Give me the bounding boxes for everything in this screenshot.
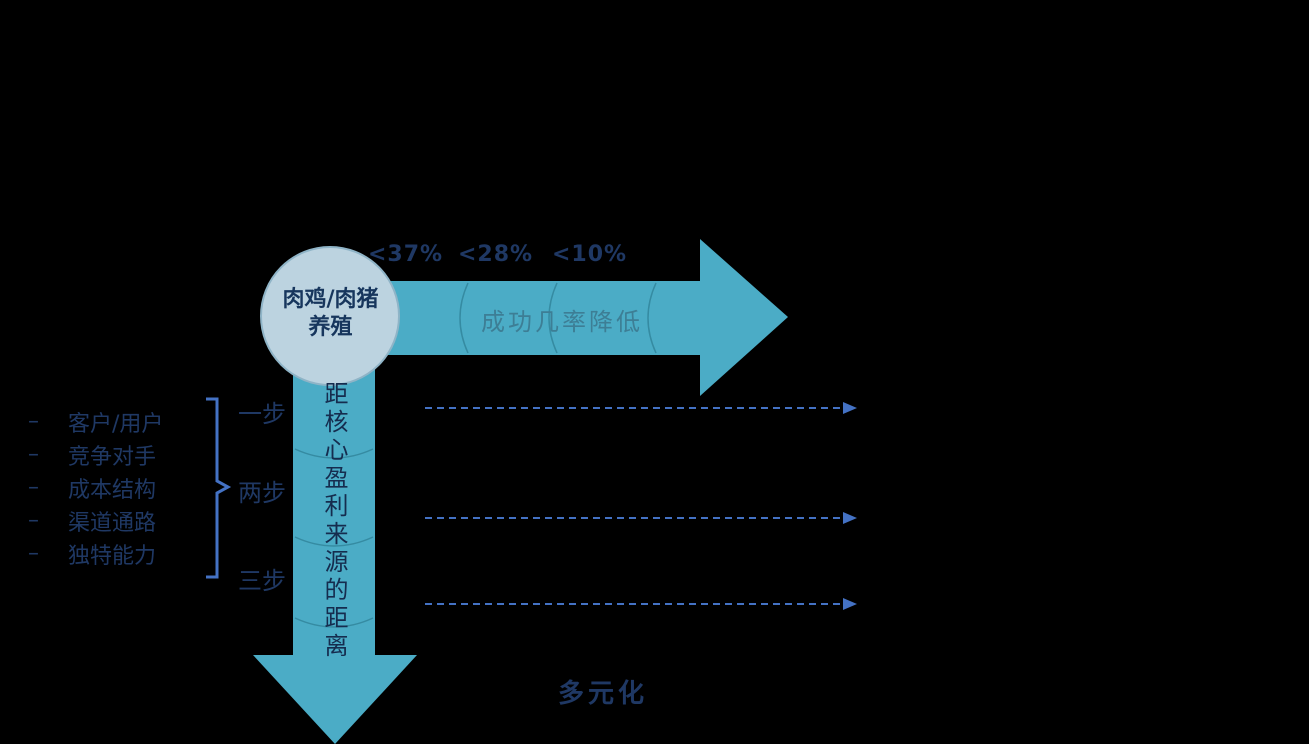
- percent-label-2: <28%: [458, 242, 534, 267]
- dashed-arrow-head-1: [843, 402, 857, 414]
- dashed-arrow-head-3: [843, 598, 857, 610]
- list-item: – 竞争对手: [28, 438, 163, 471]
- vertical-arrow-divider-2: [294, 536, 374, 547]
- list-item-label: 竞争对手: [68, 444, 157, 470]
- percent-label-1: <37%: [368, 242, 444, 267]
- vertical-arrow-head: [253, 655, 417, 744]
- list-item-label: 渠道通路: [68, 510, 157, 536]
- list-item: – 客户/用户: [28, 405, 163, 438]
- dash-icon: –: [28, 541, 39, 566]
- dash-icon: –: [28, 475, 39, 500]
- horizontal-arrow-divider-2: [548, 282, 558, 354]
- list-item: – 独特能力: [28, 537, 163, 570]
- horizontal-arrow-divider-1: [459, 282, 469, 354]
- dash-icon: –: [28, 508, 39, 533]
- vertical-arrow-divider-1: [294, 448, 374, 459]
- list-item-label: 成本结构: [68, 477, 157, 503]
- hub-label-line2: 养殖: [308, 315, 353, 340]
- list-item-label: 客户/用户: [68, 411, 164, 437]
- vertical-arrow-divider-3: [294, 617, 374, 628]
- list-item: – 成本结构: [28, 471, 163, 504]
- step-label-3: 三步: [238, 567, 286, 595]
- hub-label-line1: 肉鸡/肉猪: [282, 287, 379, 312]
- list-item: – 渠道通路: [28, 504, 163, 537]
- diversification-label: 多元化: [558, 679, 649, 709]
- left-list-bracket: [206, 397, 232, 579]
- horizontal-arrow-label: 成功几率降低: [481, 308, 643, 336]
- list-item-label: 独特能力: [68, 543, 157, 569]
- dashed-arrow-head-2: [843, 512, 857, 524]
- vertical-arrow-label: 距核心盈利来源的距离: [320, 381, 348, 661]
- percent-label-3: <10%: [552, 242, 628, 267]
- horizontal-arrow-divider-3: [647, 282, 657, 354]
- dash-icon: –: [28, 409, 39, 434]
- step-label-1: 一步: [238, 400, 286, 428]
- step-label-2: 两步: [238, 479, 286, 507]
- hub-circle: [260, 246, 400, 386]
- factor-list: – 客户/用户 – 竞争对手 – 成本结构 – 渠道通路 – 独特能力: [28, 405, 163, 570]
- dash-icon: –: [28, 442, 39, 467]
- hub-label: 肉鸡/肉猪 养殖: [262, 286, 399, 342]
- horizontal-arrow-head: [700, 239, 788, 396]
